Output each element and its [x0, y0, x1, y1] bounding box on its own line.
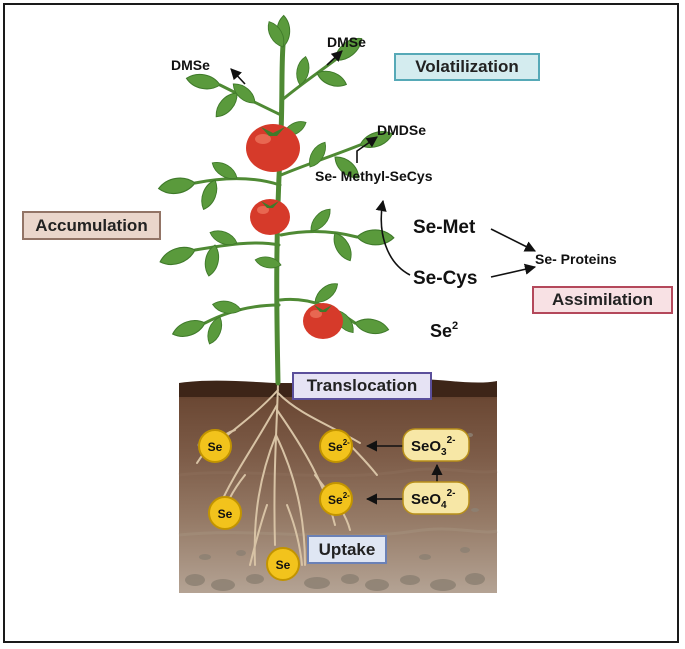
- se-coin-2: Se: [208, 496, 242, 530]
- arrows: [230, 50, 537, 505]
- label-se-methyl-secys: Se- Methyl-SeCys: [315, 168, 433, 184]
- seo3-box: SeO32-: [402, 428, 470, 462]
- arrow-dmdse: [356, 136, 378, 163]
- svg-text:SeO32-: SeO32-: [411, 435, 455, 458]
- figure-frame: DMSe DMSe DMDSe Se- Methyl-SeCys Se-Met …: [3, 3, 679, 643]
- tomato-2: [250, 199, 290, 235]
- arrow-secys-to-methyl: [375, 199, 411, 276]
- label-se2: Se2: [430, 320, 458, 341]
- label-accumulation: Accumulation: [22, 211, 161, 240]
- label-uptake: Uptake: [307, 535, 387, 564]
- arrow-secys-to-proteins: [490, 263, 537, 278]
- arrow-semet-to-proteins: [490, 228, 537, 252]
- svg-text:Se: Se: [208, 440, 223, 454]
- seo4-box: SeO42-: [402, 481, 470, 515]
- tomato-3: [303, 303, 343, 339]
- se-coin-1: Se: [198, 429, 232, 463]
- tomato-fruits: [246, 124, 343, 339]
- tomato-1: [246, 124, 300, 172]
- label-volatilization: Volatilization: [394, 53, 540, 81]
- label-dmse-left: DMSe: [171, 57, 210, 73]
- svg-text:Se2-: Se2-: [328, 438, 350, 454]
- label-dmse-right: DMSe: [327, 34, 366, 50]
- arrow-dmse-right: [326, 50, 343, 66]
- label-se-cys: Se-Cys: [413, 268, 477, 289]
- label-se-proteins: Se- Proteins: [535, 251, 617, 267]
- diagram-canvas: DMSe DMSe DMDSe Se- Methyl-SeCys Se-Met …: [157, 14, 617, 593]
- label-dmdse: DMDSe: [377, 122, 426, 138]
- se-coin-3: Se: [266, 547, 300, 581]
- label-translocation: Translocation: [292, 372, 432, 400]
- svg-text:SeO42-: SeO42-: [411, 488, 455, 511]
- se2minus-coin-1: Se2-: [319, 429, 353, 463]
- svg-text:Se: Se: [276, 558, 291, 572]
- label-se-met: Se-Met: [413, 217, 476, 238]
- label-assimilation: Assimilation: [532, 286, 673, 314]
- arrow-dmse-left: [230, 68, 246, 85]
- svg-text:Se2-: Se2-: [328, 491, 350, 507]
- svg-text:Se: Se: [218, 507, 233, 521]
- se2minus-coin-2: Se2-: [319, 482, 353, 516]
